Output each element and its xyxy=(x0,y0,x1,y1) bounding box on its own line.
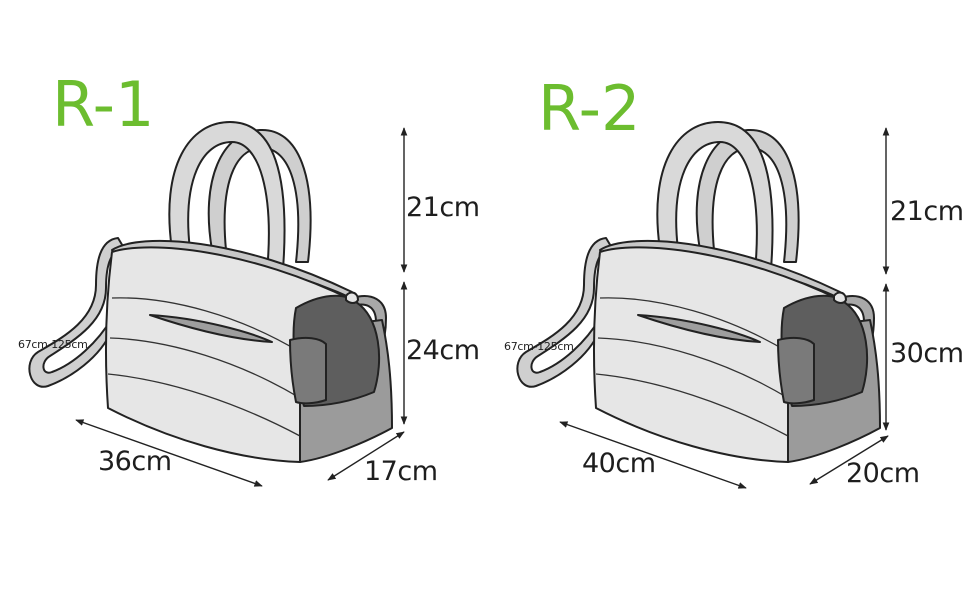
model-title-r2: R-2 xyxy=(538,72,640,145)
strap-length-label-r1: 67cm-125cm xyxy=(18,338,88,351)
handle-height-label-r1: 21cm xyxy=(406,192,480,223)
body-height-label-r2: 30cm xyxy=(890,338,964,369)
length-dimension-r1 xyxy=(75,419,263,487)
model-r2: R-2 67cm-125cm 21cm 30cm 40cm 20cm xyxy=(504,72,964,489)
strap-length-label-r2: 67cm-125cm xyxy=(504,340,574,353)
length-label-r2: 40cm xyxy=(582,448,656,479)
bag-illustration-r1 xyxy=(28,121,393,463)
depth-dimension-r2 xyxy=(809,435,889,485)
model-r1: R-1 67cm-125cm 21cm 24cm 36cm 17cm xyxy=(18,68,480,487)
depth-label-r1: 17cm xyxy=(364,456,438,487)
model-title-r1: R-1 xyxy=(52,68,154,141)
body-height-label-r1: 24cm xyxy=(406,335,480,366)
handle-height-label-r2: 21cm xyxy=(890,196,964,227)
length-label-r1: 36cm xyxy=(98,446,172,477)
depth-label-r2: 20cm xyxy=(846,458,920,489)
length-dimension-r2 xyxy=(559,421,747,489)
bag-illustration-r2 xyxy=(516,121,881,463)
depth-dimension-r1 xyxy=(327,431,405,481)
